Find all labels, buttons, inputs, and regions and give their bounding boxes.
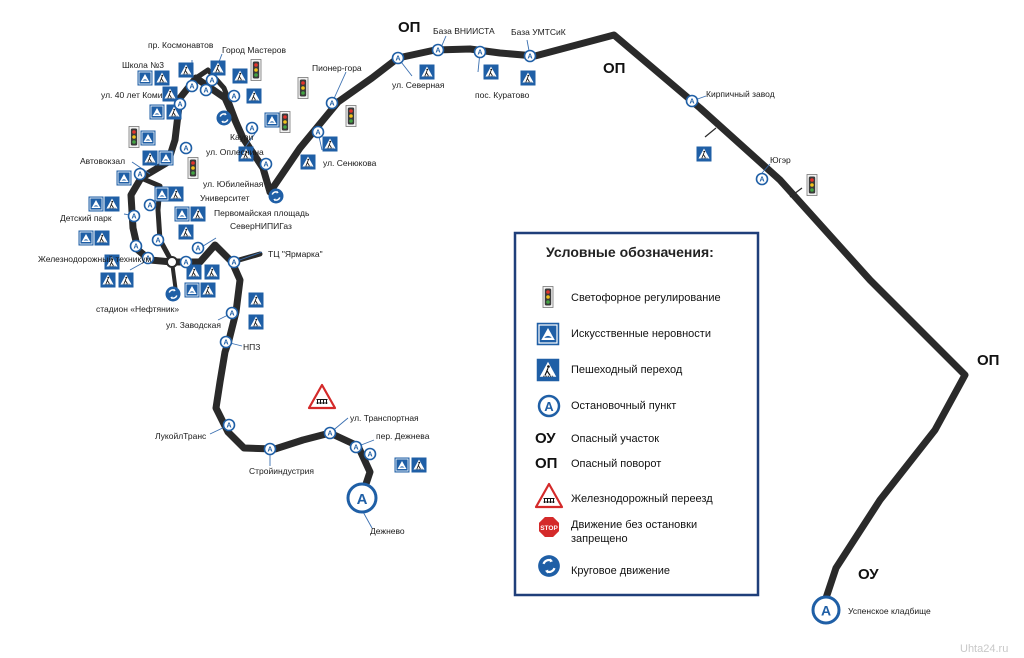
- label-baza-umtsik: База УМТСиК: [511, 27, 566, 37]
- legend-speed-bump: Искусственные неровности: [571, 328, 711, 340]
- label-stadion: стадион «Нефтяник»: [96, 304, 179, 314]
- svg-text:STOP: STOP: [540, 525, 558, 532]
- legend-speed-bump-icon: [536, 322, 560, 346]
- railway-crossing-icon: [307, 383, 337, 410]
- svg-text:A: A: [544, 399, 554, 414]
- legend-bus-stop-icon: A: [537, 394, 561, 418]
- legend-ou: Опасный участок: [571, 433, 659, 445]
- label-zavodskaya: ул. Заводская: [166, 320, 221, 330]
- hazard-op-3: ОП: [977, 352, 999, 369]
- hazard-ou: ОУ: [858, 566, 879, 583]
- label-yubileynaya: ул. Юбилейная: [203, 179, 264, 189]
- label-pioner-gora: Пионер-гора: [312, 63, 362, 73]
- hazard-op-2: ОП: [603, 60, 625, 77]
- label-dezhnevo: Дежнево: [370, 526, 405, 536]
- label-kirpichny: Кирпичный завод: [706, 89, 775, 99]
- legend-stop-line1: Движение без остановки: [571, 519, 697, 531]
- label-40-let-komi: ул. 40 лет Коми: [101, 90, 163, 100]
- legend-railway: Железнодорожный переезд: [571, 493, 713, 505]
- legend-traffic-light-icon: [542, 286, 554, 308]
- terminal-stop-dezhnevo: A: [346, 482, 378, 514]
- label-dezhneva: пер. Дежнева: [376, 431, 430, 441]
- label-shkola3: Школа №3: [122, 60, 164, 70]
- legend-roundabout: Круговое движение: [571, 565, 670, 577]
- legend-op: Опасный поворот: [571, 458, 661, 470]
- label-gorod-masterov: Город Мастеров: [222, 45, 286, 55]
- label-stroyindustriya: Стройиндустрия: [249, 466, 314, 476]
- legend-title: Условные обозначения:: [546, 244, 714, 260]
- traffic-lights: [128, 59, 818, 196]
- label-severnipigaz: СеверНИПИГаз: [230, 221, 292, 231]
- legend-roundabout-icon: [537, 554, 561, 578]
- label-yuger: Югэр: [770, 155, 791, 165]
- legend-stop-sign-icon: STOP: [538, 516, 560, 538]
- label-senyukova: ул. Сенюкова: [323, 158, 377, 168]
- roundabouts: [164, 109, 285, 303]
- legend-op-code: ОП: [535, 455, 557, 472]
- label-avtovokzal: Автовокзал: [80, 156, 125, 166]
- label-uspenskoe: Успенское кладбище: [848, 606, 931, 616]
- hazard-op-1: ОП: [398, 19, 420, 36]
- svg-text:A: A: [357, 491, 368, 508]
- label-detsky-park: Детский парк: [60, 213, 112, 223]
- roundabout-junction: [166, 256, 178, 268]
- road-main-eastbound: [266, 31, 969, 602]
- legend: Условные обозначения: Светофорное регули…: [513, 231, 760, 597]
- legend-traffic-light: Светофорное регулирование: [571, 292, 721, 304]
- label-severnaya: ул. Северная: [392, 80, 445, 90]
- legend-stop-line2: запрещено: [571, 533, 628, 545]
- svg-text:A: A: [821, 603, 831, 619]
- road-inner-connector: [138, 175, 175, 265]
- label-baza-vniista: База ВНИИСТА: [433, 26, 495, 36]
- legend-crosswalk: Пешеходный переход: [571, 364, 683, 376]
- label-tts-yarmarka: ТЦ "Ярмарка": [268, 249, 323, 259]
- watermark: Uhta24.ru: [960, 643, 1008, 655]
- label-kosmonavtov: пр. Космонавтов: [148, 40, 214, 50]
- hazard-ticks: [704, 127, 803, 198]
- label-kauri: Каури: [230, 132, 253, 142]
- stop-labels: пр. Космонавтов Город Мастеров Школа №3 …: [38, 26, 931, 616]
- legend-ou-code: ОУ: [535, 430, 556, 447]
- label-zhd-tekhnikum: Железнодорожный техникум: [38, 254, 151, 264]
- legend-bus-stop: Остановочный пункт: [571, 400, 676, 412]
- legend-crosswalk-icon: [536, 358, 560, 382]
- label-universitet: Университет: [200, 193, 250, 203]
- label-npz: НПЗ: [243, 342, 260, 352]
- label-transportnaya: ул. Транспортная: [350, 413, 419, 423]
- terminal-stop-uspenskoe: A: [811, 595, 841, 625]
- label-pervomayskaya: Первомайская площадь: [214, 208, 310, 218]
- label-lukoyltrans: ЛукойлТранс: [155, 431, 207, 441]
- label-kuratovo: пос. Куратово: [475, 90, 530, 100]
- label-oplesnina: ул. Оплеснина: [206, 147, 264, 157]
